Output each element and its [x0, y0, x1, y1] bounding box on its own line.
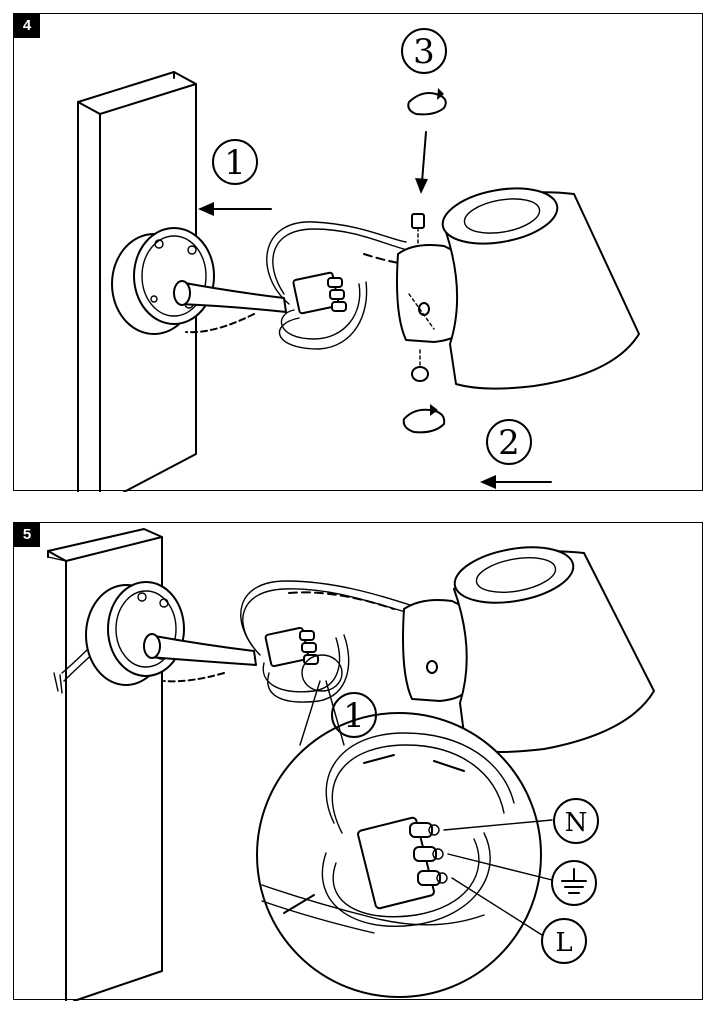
lamp-fixture — [402, 546, 655, 753]
step-5-badge: 5 — [14, 523, 40, 547]
callout-3: 3 — [401, 28, 447, 74]
slide-arrow — [480, 475, 552, 489]
fixing-screws — [411, 213, 429, 382]
wire-bundle — [240, 580, 411, 703]
rotate-icon-top — [407, 88, 447, 116]
lamp-fixture — [396, 187, 640, 390]
terminal-block — [264, 626, 319, 668]
svg-text:1: 1 — [343, 696, 365, 736]
wall-post — [47, 528, 163, 1001]
callout-2: 2 — [486, 419, 532, 465]
callout-1: 1 — [212, 139, 258, 185]
live-label: L — [541, 918, 587, 964]
detail-magnifier — [256, 654, 542, 998]
step-4-panel: 4 — [13, 13, 703, 492]
step-4-illustration: 1 2 3 — [77, 28, 640, 492]
wall-post — [77, 71, 197, 492]
neutral-label: N — [553, 798, 599, 844]
svg-text:N: N — [565, 808, 588, 838]
rotate-icon-bottom — [402, 404, 446, 434]
callout-1: 1 — [331, 692, 377, 738]
terminal-block — [292, 271, 347, 315]
earth-ground-icon — [551, 860, 597, 906]
step-5-illustration: 1 N L — [47, 528, 655, 1001]
power-cable — [173, 280, 287, 313]
svg-text:2: 2 — [498, 423, 520, 463]
svg-text:1: 1 — [224, 143, 246, 183]
wire-leader-lines — [443, 819, 553, 936]
svg-text:L: L — [555, 928, 572, 958]
screw-down-arrow — [415, 131, 428, 194]
mounting-box — [111, 227, 215, 335]
power-cable — [143, 633, 257, 683]
mounting-box — [85, 581, 185, 686]
push-arrow — [198, 202, 272, 216]
step-4-badge: 4 — [14, 14, 40, 38]
step-5-panel: 5 — [13, 522, 703, 1001]
svg-text:3: 3 — [413, 32, 435, 72]
